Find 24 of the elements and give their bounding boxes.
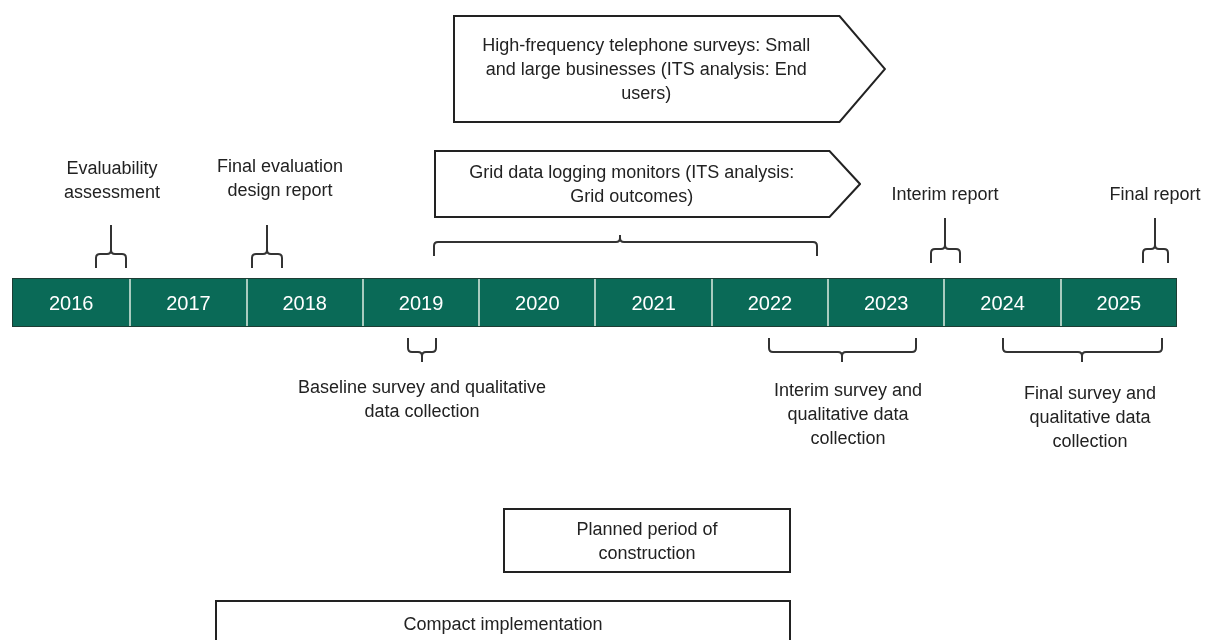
year-cell: 2017	[129, 279, 246, 326]
year-cell: 2021	[594, 279, 711, 326]
milestone-label: Interim survey and qualitative data collection	[772, 379, 924, 450]
year-cell: 2016	[13, 279, 130, 326]
arrow-shaped-box	[453, 15, 886, 123]
milestone-label: Baseline survey and qualitative data collection	[296, 376, 548, 423]
arrow-shaped-box	[434, 150, 861, 218]
process-box	[503, 508, 791, 573]
node-text: Grid data logging monitors (ITS analysis: Grid outcomes)	[468, 161, 796, 208]
node-text: Planned period of construction	[575, 517, 719, 565]
milestone-label: Final evaluation design report	[215, 155, 345, 202]
year-cell: 2023	[827, 279, 944, 326]
year-cell: 2018	[245, 279, 362, 326]
milestone-label: Final survey and qualitative data collection	[1022, 382, 1158, 453]
year-cell: 2024	[943, 279, 1060, 326]
node-text: High-frequency telephone surveys: Small and large businesses (ITS analysis: End users)	[481, 34, 812, 105]
milestone-label: Interim report	[890, 183, 1000, 206]
year-cell: 2022	[710, 279, 828, 326]
year-cell: 2020	[478, 279, 595, 326]
milestone-label: Final report	[1108, 183, 1202, 206]
year-cell: 2025	[1059, 279, 1176, 326]
milestone-label: Evaluability assessment	[62, 157, 161, 204]
node-text: Compact implementation	[403, 613, 603, 636]
year-cell: 2019	[361, 279, 479, 326]
